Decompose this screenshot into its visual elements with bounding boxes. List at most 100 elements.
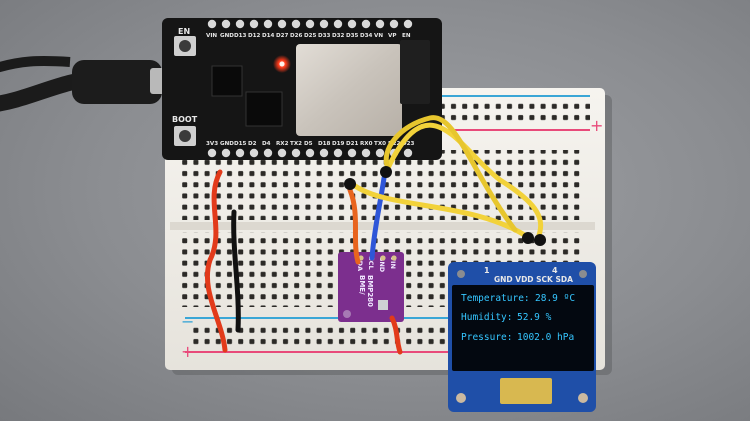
sensor-name-line1: BME/ — [358, 275, 366, 295]
bottom-pin-label: TX2 — [290, 141, 302, 147]
top-header-pin — [207, 19, 217, 29]
bottom-header-pin — [347, 148, 357, 158]
oled-humidity-value: 52.9 % — [517, 312, 552, 323]
bottom-header-pin — [207, 148, 217, 158]
yellow-wire-sda — [385, 122, 544, 241]
center-channel — [170, 222, 595, 230]
top-pin-label: GND — [220, 33, 234, 39]
wire-end-1 — [344, 178, 356, 190]
top-header-pin — [403, 19, 413, 29]
bottom-header-pin — [361, 148, 371, 158]
oled-screen — [452, 285, 594, 371]
bottom-pin-label: 3V3 — [206, 141, 218, 147]
top-header-pin — [277, 19, 287, 29]
bottom-pin-label: D5 — [304, 141, 313, 147]
bottom-header-pin — [221, 148, 231, 158]
top-pin-label: EN — [402, 33, 411, 39]
yellow-wire-loop — [383, 115, 518, 233]
bottom-pin-label: D15 — [234, 141, 247, 147]
top-header-pin — [263, 19, 273, 29]
bottom-plus-symbol: + — [181, 342, 194, 361]
sensor-pin-pad — [391, 255, 397, 261]
bottom-header-pin — [249, 148, 259, 158]
bottom-pin-label: RX2 — [276, 141, 289, 147]
oled-mount-hole-tl — [457, 270, 465, 278]
sensor-mount-hole — [343, 310, 351, 318]
top-pin-label: D35 — [346, 33, 359, 39]
boot-button-cap — [179, 130, 191, 142]
top-header-pin — [375, 19, 385, 29]
esp32-top-header — [207, 19, 413, 29]
usb-plug — [72, 60, 162, 104]
yellow-wire-scl — [347, 179, 529, 239]
top-header-pin — [347, 19, 357, 29]
bottom-header-pin — [263, 148, 273, 158]
boot-label: BOOT — [172, 115, 198, 124]
top-pin-label: D12 — [248, 33, 261, 39]
orange-wire-scl — [347, 187, 361, 265]
esp32-bottom-header — [207, 148, 413, 158]
sensor-pin-pad — [380, 255, 386, 261]
oled-mount-hole-bl — [456, 393, 466, 403]
top-pin-label: D25 — [304, 33, 317, 39]
bottom-header-pin — [375, 148, 385, 158]
led-core — [279, 61, 285, 67]
oled-pin-header: GND VDD SCK SDA — [494, 275, 573, 284]
top-rail-holes-1 — [440, 102, 590, 114]
top-pin-label: D13 — [234, 33, 247, 39]
wire-end-4 — [534, 234, 546, 246]
top-pin-label: D27 — [276, 33, 289, 39]
bottom-rail-holes-1 — [190, 322, 452, 334]
oled-mount-hole-br — [578, 393, 588, 403]
bottom-pin-label: RX0 — [360, 141, 373, 147]
top-plus-symbol: + — [590, 116, 603, 135]
sensor-pin-label: SCL — [367, 256, 375, 270]
wifi-module-icon — [296, 44, 402, 136]
bottom-pin-label: D21 — [346, 141, 359, 147]
bottom-header-pin — [291, 148, 301, 158]
oled-pin-one: 1 — [484, 266, 490, 275]
voltage-regulator-chip — [211, 65, 243, 97]
bottom-pin-label: D18 — [318, 141, 331, 147]
top-pin-label: D33 — [318, 33, 331, 39]
sensor-chip — [378, 300, 388, 310]
bottom-minus-symbol: − — [181, 312, 194, 331]
sensor-pin-label: VIN — [389, 256, 397, 269]
oled-pin-four: 4 — [552, 266, 558, 275]
jumper-wires — [204, 115, 546, 355]
bottom-pin-label: D2 — [248, 141, 257, 147]
en-label: EN — [178, 27, 190, 36]
bottom-pin-label: TX0 — [374, 141, 386, 147]
top-header-pin — [305, 19, 315, 29]
top-pin-label: D34 — [360, 33, 373, 39]
top-pin-label: VP — [388, 33, 396, 39]
oled-pressure-label: Pressure: — [461, 332, 512, 343]
top-header-pin — [389, 19, 399, 29]
sensor-pin-label: SDA — [356, 256, 364, 271]
top-pin-label: VIN — [206, 33, 217, 39]
top-header-pin — [361, 19, 371, 29]
red-wire-sensor-vin — [389, 315, 403, 355]
bottom-pin-label: D4 — [262, 141, 271, 147]
oled-display: GND VDD SCK SDA 1 4 Temperature: 28.9 ºC… — [448, 262, 596, 412]
bottom-header-pin — [277, 148, 287, 158]
blue-wire-sda — [369, 175, 387, 261]
usb-cable-icon — [0, 55, 180, 112]
top-header-pin — [319, 19, 329, 29]
sensor-name-line2: BMP280 — [366, 275, 374, 307]
top-header-pin — [249, 19, 259, 29]
antenna-area — [400, 40, 430, 104]
black-wire-gnd — [231, 209, 241, 333]
sensor-pin-label: GND — [378, 256, 386, 273]
bottom-pin-label: D19 — [332, 141, 345, 147]
top-header-pin — [221, 19, 231, 29]
oled-humidity-label: Humidity: — [461, 312, 512, 323]
top-pin-label: VN — [374, 33, 383, 39]
oled-mount-hole-tr — [579, 270, 587, 278]
wire-end-2 — [380, 166, 392, 178]
wire-end-3 — [522, 232, 534, 244]
bottom-header-pin — [305, 148, 315, 158]
top-header-pin — [291, 19, 301, 29]
